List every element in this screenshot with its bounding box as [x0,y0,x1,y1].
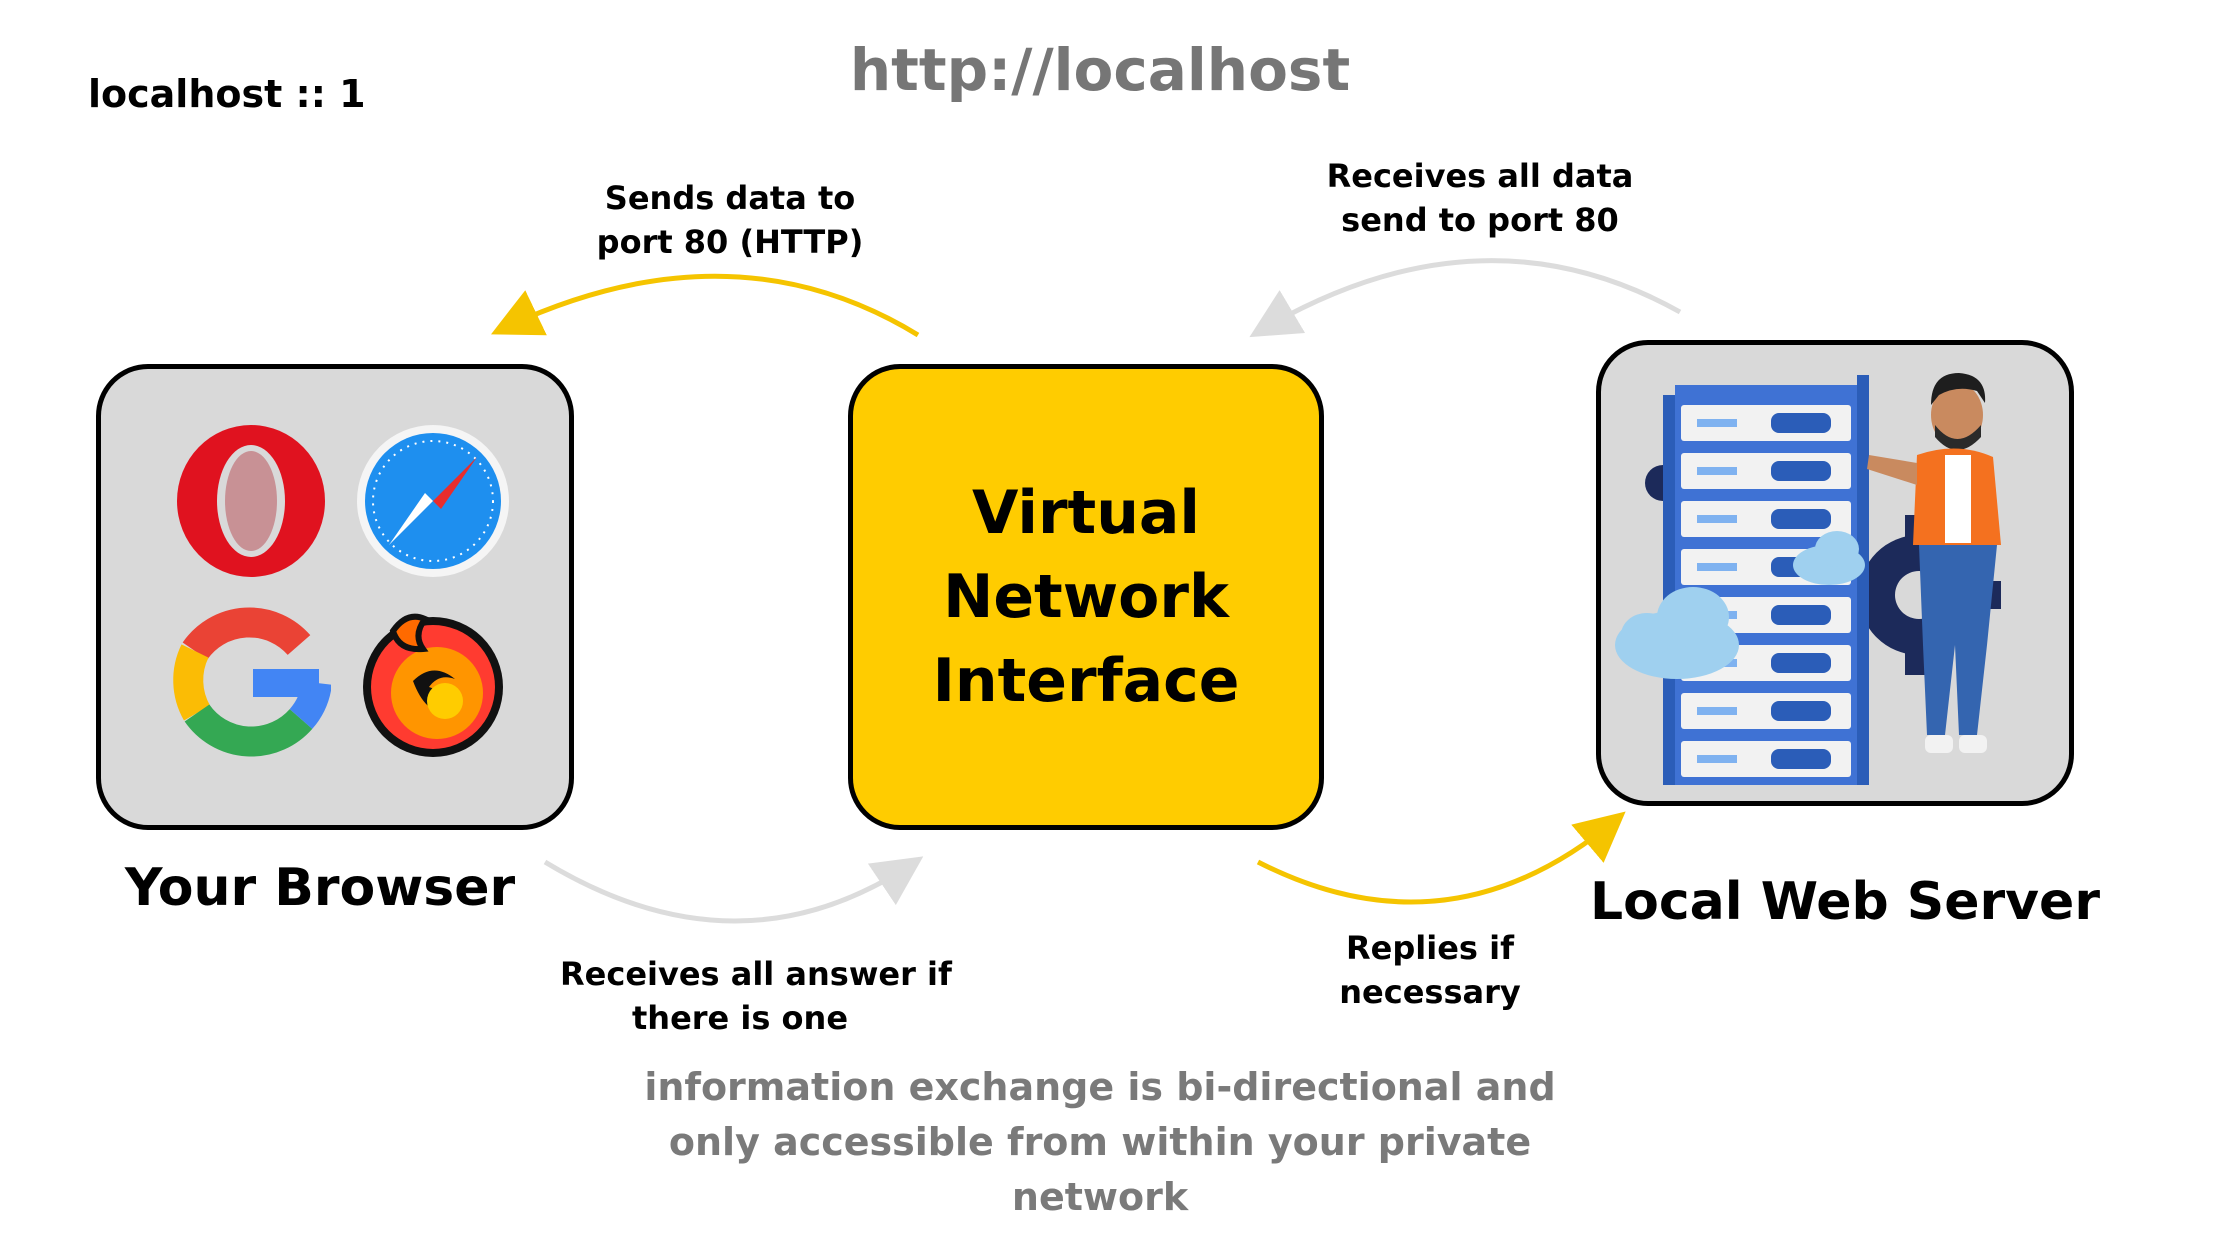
label-sends-data: Sends data to port 80 (HTTP) [590,176,870,264]
label-replies: Replies if necessary [1320,926,1540,1014]
center-box-line: Virtual [972,478,1200,548]
firefox-icon [363,613,503,757]
label-line: necessary [1339,973,1521,1011]
footer-note-line: network [1011,1175,1189,1219]
person-icon [1867,373,2001,753]
label-line: Replies if [1346,929,1514,967]
footer-note-line: information exchange is bi-directional a… [644,1065,1556,1109]
arrow-server-to-interface [1249,258,1682,338]
server-box [1596,340,2074,806]
arrow-interface-to-server [1256,811,1626,905]
center-box-line: Interface [932,646,1240,716]
url-title: http://localhost [849,36,1351,104]
label-line: send to port 80 [1341,201,1619,239]
browser-caption: Your Browser [124,858,516,918]
arrow-send-to-browser [490,273,920,338]
safari-icon [357,425,509,577]
label-receives-data: Receives all data send to port 80 [1320,154,1640,242]
corner-label: localhost :: 1 [88,72,366,116]
cloud-icon [1615,531,1865,679]
label-line: port 80 (HTTP) [596,223,864,261]
center-box-line: Network [943,562,1229,632]
virtual-network-interface-box: Virtual Network Interface [848,364,1324,830]
footer-note-line: only accessible from within your private [668,1120,1532,1164]
label-line: Receives all data [1326,157,1634,195]
footer-note: information exchange is bi-directional a… [600,1060,1600,1225]
google-icon [173,607,331,757]
server-caption: Local Web Server [1590,872,2100,932]
label-line: there is one [631,999,849,1037]
arrow-browser-to-interface [543,856,924,924]
server-illustration [1615,373,2001,785]
label-receives-answer: Receives all answer if there is one [560,952,952,1040]
opera-icon [177,425,325,577]
server-rack-icon [1663,375,1869,785]
label-line: Sends data to [604,179,856,217]
browser-box [96,364,574,830]
label-line: Receives all answer if [560,955,952,993]
